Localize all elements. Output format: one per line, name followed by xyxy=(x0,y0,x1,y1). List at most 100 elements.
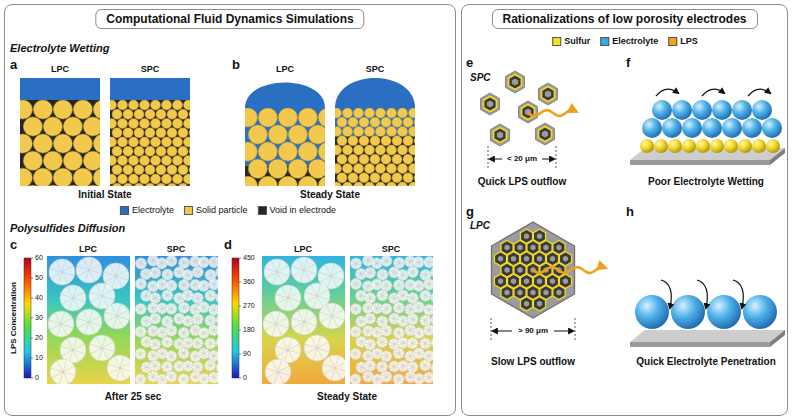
particle-field-part xyxy=(427,257,430,262)
particle-field-part xyxy=(198,280,209,291)
particle-field-part xyxy=(425,341,430,344)
particle-field-part xyxy=(116,276,122,287)
particle-field-part xyxy=(204,260,209,263)
particle-field-part xyxy=(419,260,424,263)
particle-field-part xyxy=(401,361,404,366)
particle-field-part xyxy=(55,313,61,324)
particle-field-part xyxy=(141,306,146,309)
particle-field-part xyxy=(209,262,214,265)
rationalization-illustration-part xyxy=(509,75,522,90)
particle-field-part xyxy=(150,273,155,276)
particle-field-part xyxy=(104,303,130,329)
particle-field-part xyxy=(150,293,161,304)
particle-field-part xyxy=(394,353,399,356)
particle-field-part xyxy=(171,258,176,261)
diffusion-illustration-part xyxy=(350,256,433,384)
particle-field-part xyxy=(201,374,204,379)
particle-field-part xyxy=(204,286,207,291)
particle-field-part xyxy=(410,285,413,290)
particle-field-part xyxy=(193,325,196,330)
particle-field-part xyxy=(167,319,172,322)
particle-bed-part xyxy=(167,109,177,119)
particle-field-part xyxy=(201,328,204,333)
particle-field-part xyxy=(110,265,116,276)
particle-field-part xyxy=(429,260,433,263)
particle-field-part xyxy=(193,319,198,322)
particle-bed-part xyxy=(354,108,364,118)
particle-bed-part xyxy=(43,151,62,170)
particle-field-part xyxy=(408,280,411,285)
particle-bed-part xyxy=(365,108,375,118)
particle-field-part xyxy=(212,257,215,262)
particle-field-part xyxy=(179,308,184,311)
particle-field-part xyxy=(205,338,216,349)
particle-bed-part xyxy=(365,182,375,186)
particle-field-part xyxy=(162,284,165,289)
particle-field-part xyxy=(396,280,399,285)
particle-field-part xyxy=(193,367,198,370)
particle-field-part xyxy=(288,344,299,350)
particle-field-part xyxy=(166,377,171,380)
particle-field-part xyxy=(410,377,413,382)
particle-field-part xyxy=(211,325,214,330)
particle-field-part xyxy=(278,372,284,383)
particle-field-part xyxy=(204,330,209,333)
particle-bed-part xyxy=(162,100,172,110)
particle-field-part xyxy=(183,343,188,346)
particle-field-part xyxy=(399,308,402,313)
particle-field-part xyxy=(381,256,392,266)
particle-field-part xyxy=(153,374,158,377)
particle-field-part xyxy=(208,316,211,321)
particle-bed-part xyxy=(337,136,347,146)
rationalization-illustration-part xyxy=(497,131,503,138)
particle-field-part xyxy=(148,356,153,359)
rationalization-illustration-part xyxy=(538,83,557,105)
particle-field-part xyxy=(148,261,153,264)
particle-field-part xyxy=(420,344,425,347)
particle-field-part xyxy=(177,293,180,298)
particle-bed-part xyxy=(337,173,347,183)
particle-field-part xyxy=(419,283,424,286)
particle-field-part xyxy=(182,315,193,326)
particle-bed-part xyxy=(184,100,191,110)
particle-field-part xyxy=(184,308,187,313)
particle-field-part xyxy=(399,333,402,338)
particle-field-part xyxy=(423,325,433,336)
particle-field-part xyxy=(365,319,370,322)
particle-field-part xyxy=(413,367,416,372)
particle-bed-part xyxy=(145,128,155,138)
particle-field-part xyxy=(199,333,204,336)
particle-field-part xyxy=(216,320,218,323)
particle-field-part xyxy=(276,318,287,324)
particle-field-part xyxy=(413,319,416,324)
particle-field-part xyxy=(359,362,362,367)
particle-field-part xyxy=(291,257,317,283)
particle-field-part xyxy=(350,374,361,384)
particle-field-part xyxy=(150,366,155,369)
particle-field-part xyxy=(386,306,391,309)
particle-field-part xyxy=(177,339,180,344)
particle-field-part xyxy=(141,274,146,277)
particle-bed-part xyxy=(123,128,133,138)
particle-bed-part xyxy=(83,185,100,186)
particle-field-part xyxy=(380,270,383,275)
particle-field-part xyxy=(377,367,382,370)
particle-field-part xyxy=(408,319,413,322)
particle-bed-part xyxy=(398,182,408,186)
particle-field-part xyxy=(361,342,364,347)
particle-bed-part xyxy=(178,109,188,119)
particle-field-part xyxy=(431,343,433,346)
particle-field-part xyxy=(370,319,373,324)
particle-field-part xyxy=(350,326,361,337)
particle-field-part xyxy=(171,328,176,331)
particle-field-part xyxy=(150,360,161,371)
diffusion-illustration-part xyxy=(239,282,241,283)
particle-field-part xyxy=(135,374,146,384)
particle-field-part xyxy=(399,305,404,308)
particle-field-part xyxy=(356,261,361,264)
particle-bed-part xyxy=(354,145,364,155)
particle-field-part xyxy=(157,332,162,335)
particle-field-part xyxy=(419,353,422,358)
particle-field-part xyxy=(148,377,153,380)
particle-field-part xyxy=(162,263,165,268)
